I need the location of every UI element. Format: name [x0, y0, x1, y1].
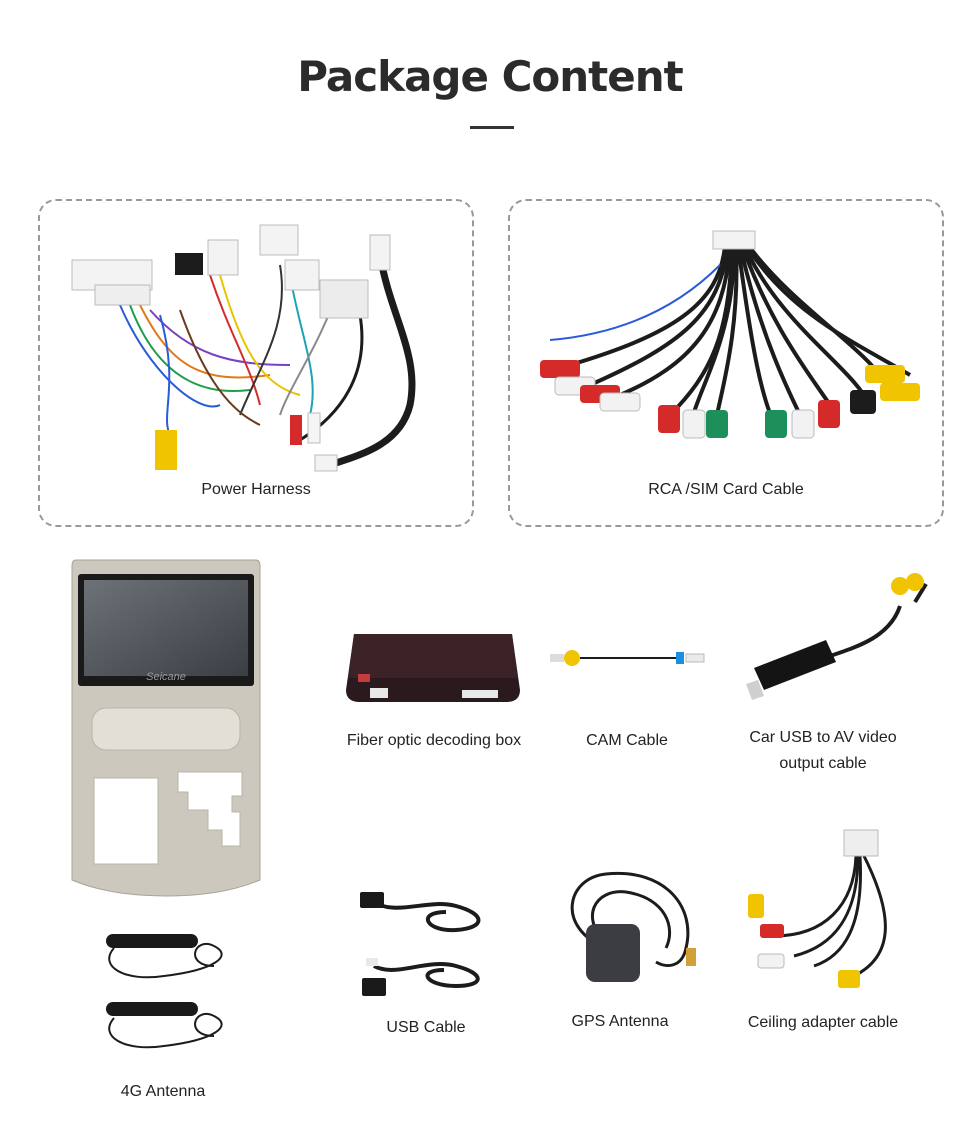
fiber-box-image — [346, 634, 520, 702]
page-title: Package Content — [297, 52, 683, 101]
head-unit-image — [71, 559, 261, 897]
cam-cable-image — [550, 650, 705, 666]
4g-antenna-image — [106, 934, 223, 1049]
usb-av-label-line1: Car USB to AV video — [749, 729, 897, 746]
4g-antenna-label: 4G Antenna — [120, 1083, 206, 1100]
gps-antenna-image — [570, 871, 696, 982]
rca-sim-cable-label: RCA /SIM Card Cable — [648, 481, 804, 498]
rca-sim-cable-card — [508, 199, 944, 527]
brand-logo: Seicane — [146, 671, 186, 683]
ceiling-cable-label: Ceiling adapter cable — [747, 1014, 899, 1031]
power-harness-image — [71, 224, 416, 472]
gps-antenna-label: GPS Antenna — [571, 1013, 669, 1030]
cam-cable-label: CAM Cable — [586, 732, 668, 749]
usb-cable-image — [360, 892, 481, 996]
ceiling-cable-image — [748, 829, 887, 988]
usb-av-cable-image — [746, 573, 928, 700]
usb-cable-label: USB Cable — [386, 1019, 466, 1036]
title-divider — [470, 126, 514, 129]
fiber-box-label: Fiber optic decoding box — [346, 732, 522, 749]
power-harness-label: Power Harness — [201, 481, 311, 498]
rca-sim-cable-image — [540, 230, 920, 439]
power-harness-card — [38, 199, 474, 527]
usb-av-label-line2: output cable — [779, 755, 867, 772]
